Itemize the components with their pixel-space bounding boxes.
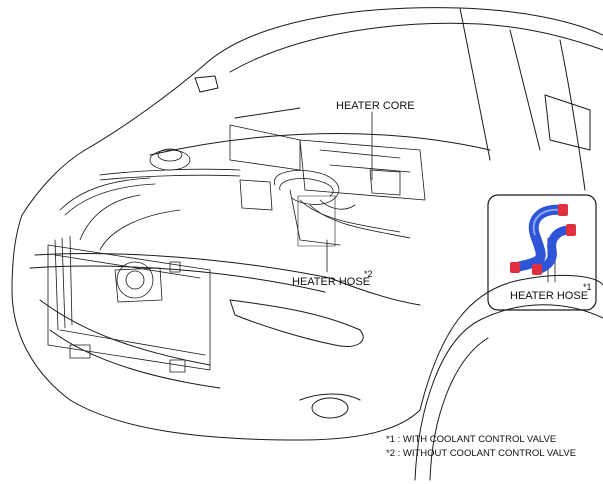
- engine-bay-components: [47, 124, 426, 373]
- heater-core-label: HEATER CORE: [336, 100, 415, 112]
- heater-hose-footnote-mark: *2: [364, 269, 373, 279]
- inset-heater-hose-label: HEATER HOSE: [510, 290, 589, 302]
- footnote-1: *1 : WITH COOLANT CONTROL VALVE: [386, 434, 557, 445]
- leader-lines: [326, 111, 556, 283]
- footnote-2: *2 : WITHOUT COOLANT CONTROL VALVE: [386, 448, 577, 459]
- heater-hose-label: HEATER HOSE: [292, 276, 371, 288]
- inset-frame: [487, 194, 597, 311]
- car-body-outline: [11, 7, 603, 481]
- inset-heater-hose: [510, 204, 576, 275]
- inset-heater-hose-footnote-mark: *1: [583, 282, 592, 292]
